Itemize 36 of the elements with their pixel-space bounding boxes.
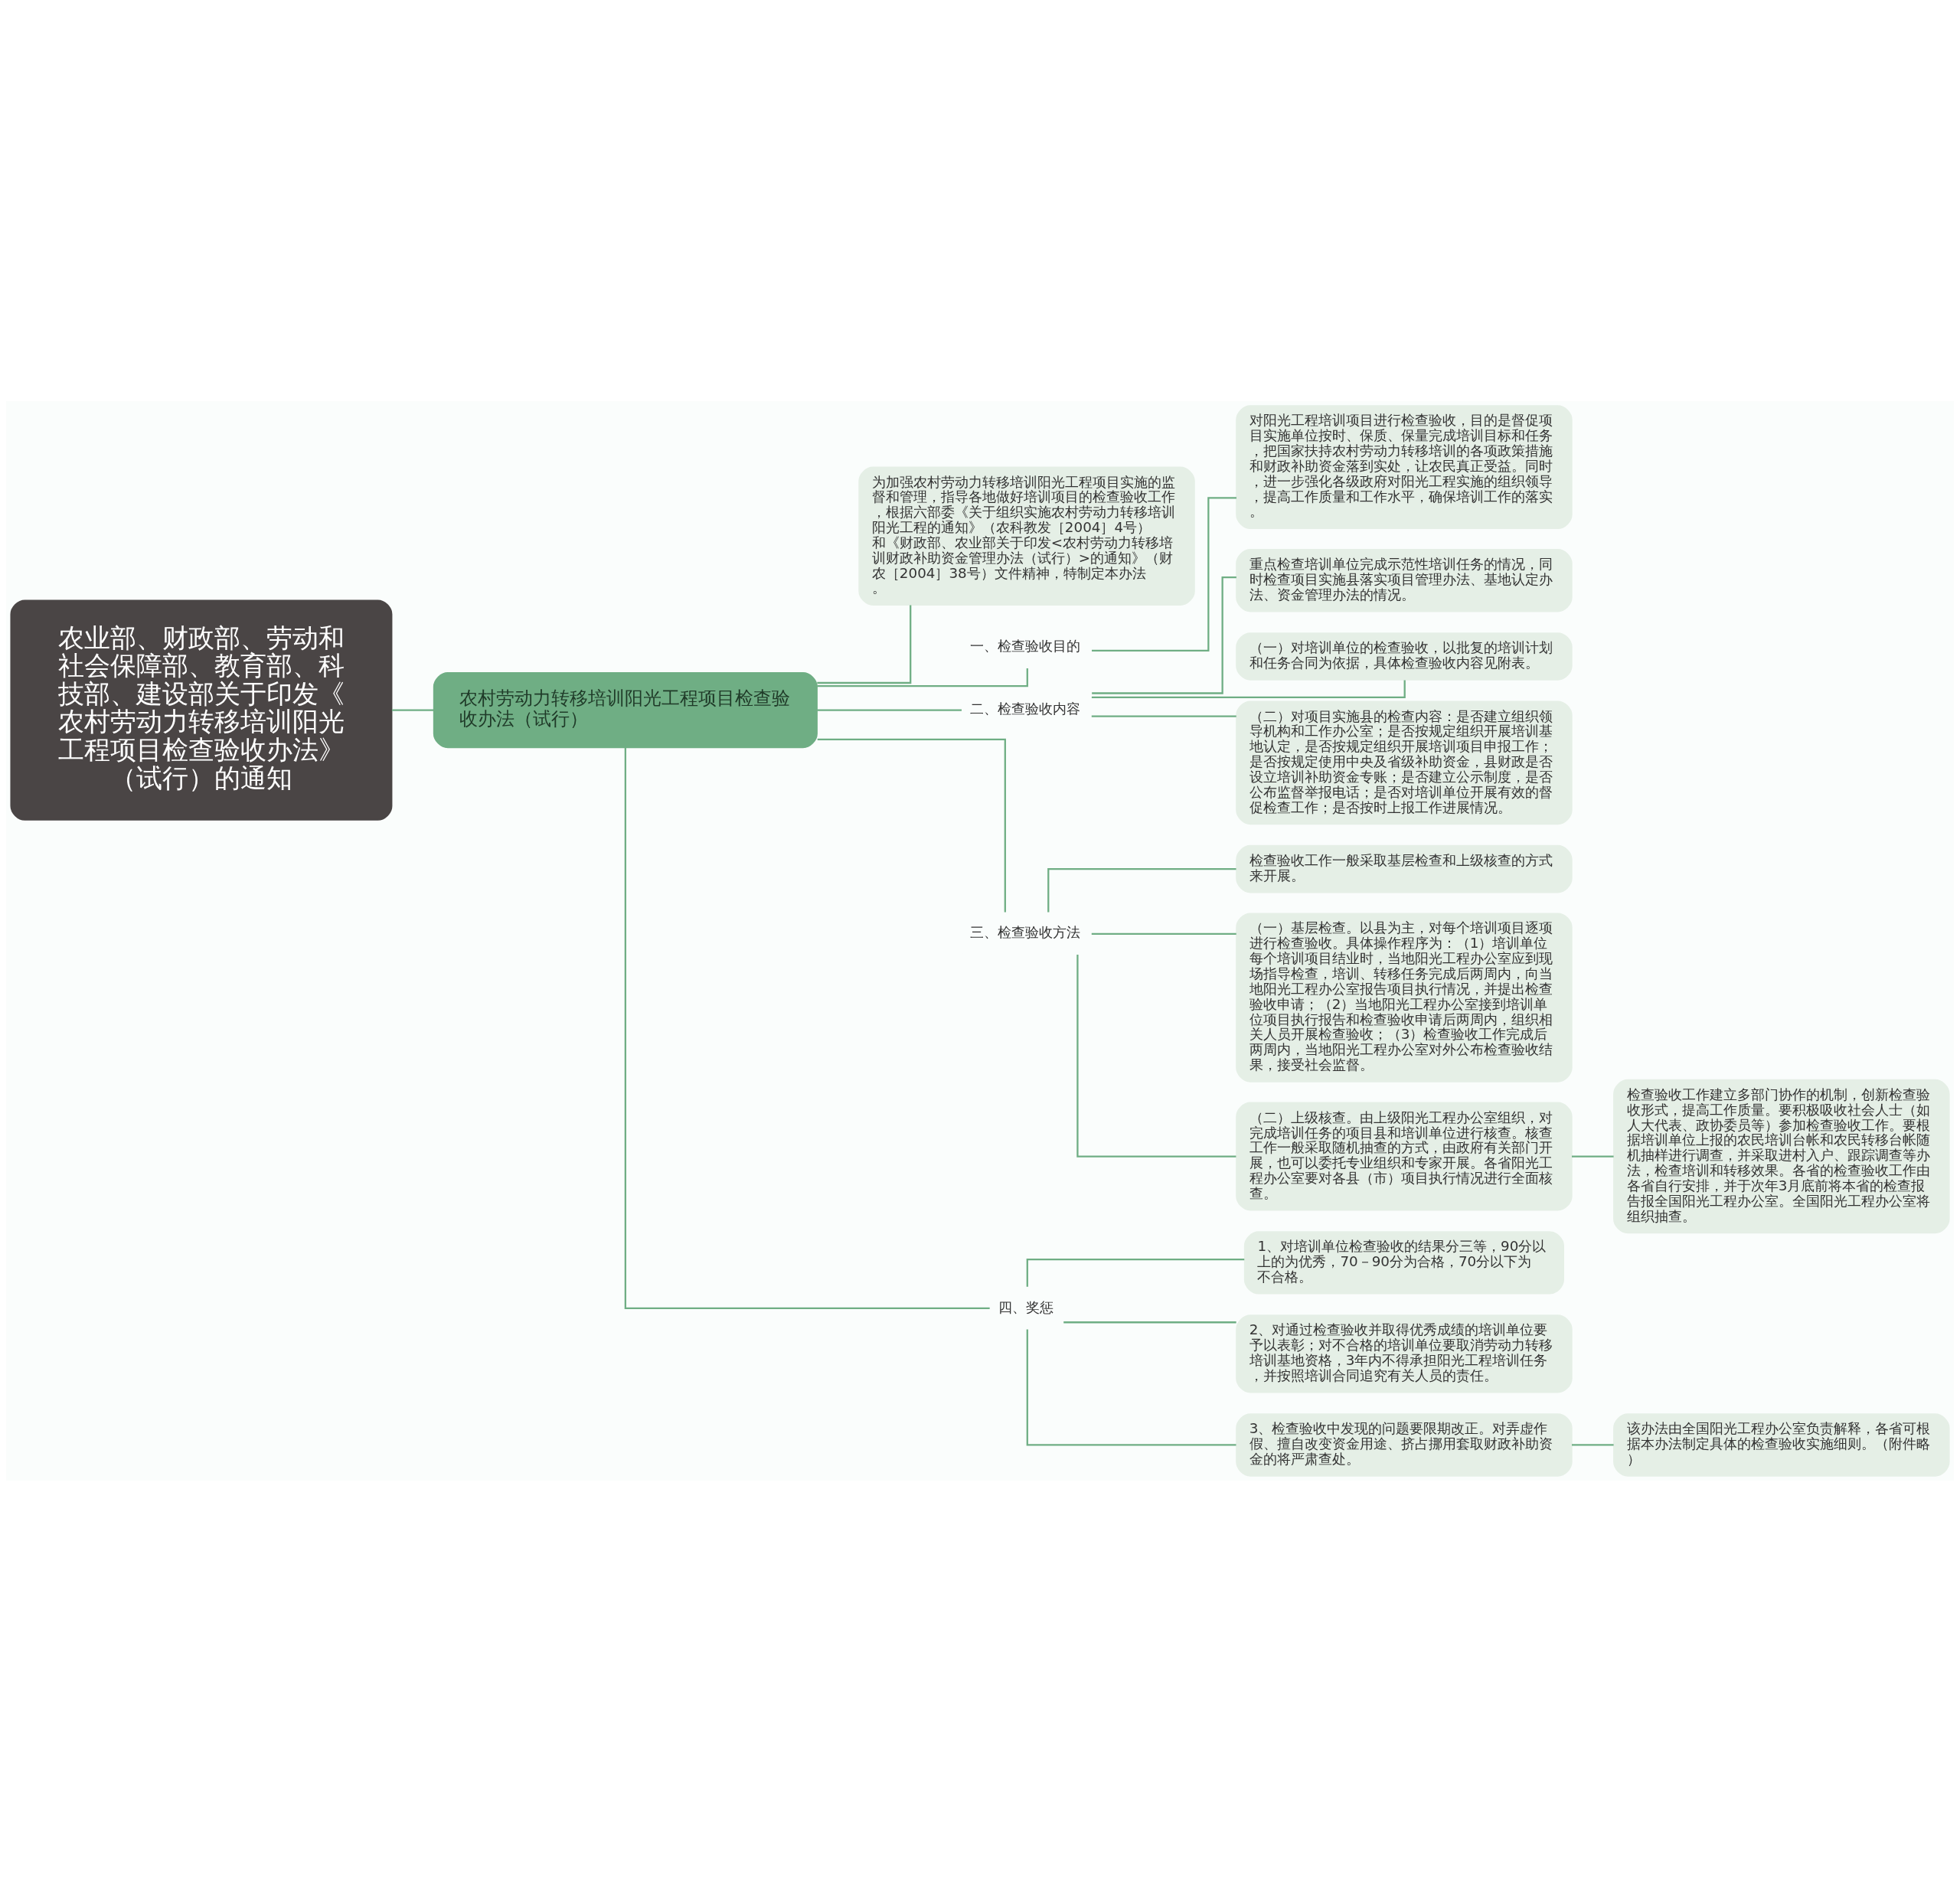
connector — [1063, 1321, 1236, 1323]
node-box: 重点检查培训单位完成示范性培训任务的情况，同时检查项目实施县落实项目管理办法、基地认定办法、资金管理办法的情况。 — [1236, 548, 1573, 612]
connector — [817, 708, 962, 711]
connector — [624, 747, 990, 1309]
node-text: 一、检查验收目的 — [970, 637, 1081, 654]
connector — [1091, 680, 1406, 698]
node-text: 三、检查验收方法 — [970, 923, 1081, 940]
connector — [1572, 1154, 1614, 1158]
connector — [817, 738, 1006, 912]
node-box: 检查验收工作建立多部门协作的机制，创新检查验收形式，提高工作质量。要积极吸收社会人士（如人大代表、政协委员等）参加检查验收工作。要根据培训单位上报的农民培训台帐和农民转移台帐随机抽样进行调查，并采取进村入户、跟踪调查等办法，检查培训和转移效果。各省的检查验收工作由各省自行安排，并于次年3月底前将本省的检查报告报全国阳光工程办公室。全国阳光工程办公室将组织抽查。 — [1613, 1079, 1950, 1233]
connector — [1026, 1258, 1245, 1287]
node-box: 3、检查验收中发现的问题要限期改正。对弄虚作假、擅自改变资金用途、挤占挪用套取财政补助资金的将严肃查处。 — [1236, 1412, 1573, 1477]
node-box: 1、对培训单位检查验收的结果分三等，90分以上的为优秀，70－90分为合格，70分以下为不合格。 — [1243, 1230, 1564, 1295]
node-box: 2、对通过检查验收并取得优秀成绩的培训单位要予以表彰；对不合格的培训单位要取消劳动力转移培训基地资格，3年内不得承担阳光工程培训任务，并按照培训合同追究有关人员的责任。 — [1236, 1314, 1573, 1393]
connector — [1091, 715, 1236, 717]
connector — [1026, 1328, 1236, 1446]
node-box: 农业部、财政部、劳动和社会保障部、教育部、科技部、建设部关于印发《农村劳动力转移培训阳光工程项目检查验收办法》（试行）的通知 — [10, 599, 393, 821]
connector — [1092, 576, 1236, 694]
node-box: 为加强农村劳动力转移培训阳光工程项目实施的监督和管理，指导各地做好培训项目的检查验收工作，根据六部委《关于组织实施农村劳动力转移培训阳光工程的通知》（农科教发［2004］4号）和《财政部、农业部关于印发<农村劳动力转移培训财政补助资金管理办法（试行）>的通知》（财农［2004］38号）文件精神，特制定本办法。 — [858, 465, 1195, 606]
node-box: （二）对项目实施县的检查内容：是否建立组织领导机构和工作办公室；是否按规定组织开展培训基地认定，是否按规定组织开展培训项目申报工作；是否按规定使用中央及省级补助资金，县财政是否设立培训补助资金专账；是否建立公示制度，是否公布监督举报电话；是否对培训单位开展有效的督促检查工作；是否按时上报工作进展情况。 — [1236, 700, 1573, 825]
connector — [1572, 1443, 1614, 1446]
node-text: 四、奖惩 — [998, 1298, 1054, 1315]
node-box: （一）基层检查。以县为主，对每个培训项目逐项进行检查验收。具体操作程序为：（1）培训单位每个培训项目结业时，当地阳光工程办公室应到现场指导检查，培训、转移任务完成后两周内，向当地阳光工程办公室报告项目执行情况，并提出检查验收申请；（2）当地阳光工程办公室接到培训单位项目执行报告和检查验收申请后两周内，组织相关人员开展检查验收；（3）检查验收工作完成后两周内，当地阳光工程办公室对外公布检查验收结果，接受社会监督。 — [1236, 912, 1573, 1083]
connector — [1091, 932, 1236, 935]
node-box: （一）对培训单位的检查验收，以批复的培训计划和任务合同为依据，具体检查验收内容见附表。 — [1236, 632, 1573, 681]
connector — [1076, 954, 1236, 1158]
connector — [817, 605, 912, 684]
connector — [1047, 867, 1236, 913]
node-box: 农村劳动力转移培训阳光工程项目检查验收办法（试行） — [433, 671, 818, 748]
node-text: 二、检查验收内容 — [970, 700, 1081, 717]
connector — [391, 708, 434, 711]
node-box: （二）上级核查。由上级阳光工程办公室组织，对完成培训任务的项目县和培训单位进行核查。核查工作一般采取随机抽查的方式，由政府有关部门开展，也可以委托专业组织和专家开展。各省阳光工程办公室要对各县（市）项目执行情况进行全面核查。 — [1236, 1102, 1573, 1210]
connector — [1092, 496, 1236, 651]
node-box: 检查验收工作一般采取基层检查和上级核查的方式来开展。 — [1236, 844, 1573, 893]
node-box: 该办法由全国阳光工程办公室负责解释，各省可根据本办法制定具体的检查验收实施细则。（附件略） — [1613, 1412, 1950, 1477]
node-box: 对阳光工程培训项目进行检查验收，目的是督促项目实施单位按时、保质、保量完成培训目标和任务，把国家扶持农村劳动力转移培训的各项政策措施和财政补助资金落到实处，让农民真正受益。同时，进一步强化各级政府对阳光工程实施的组织领导，提高工作质量和工作水平，确保培训工作的落实。 — [1236, 404, 1573, 529]
